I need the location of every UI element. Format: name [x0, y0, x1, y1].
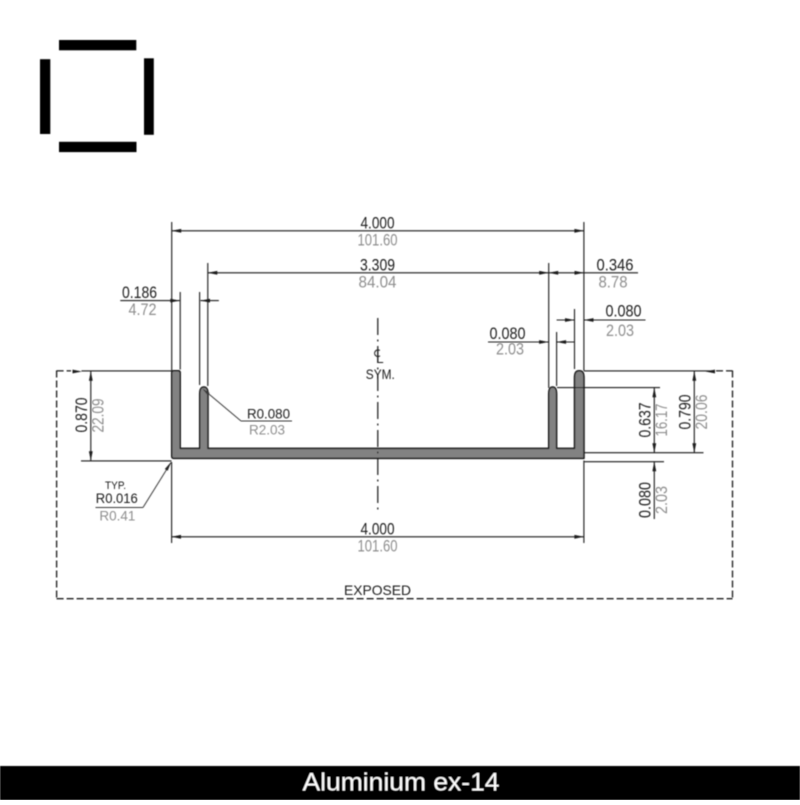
svg-text:4.72: 4.72 [129, 300, 157, 319]
svg-text:16.17: 16.17 [652, 404, 671, 437]
svg-text:R2.03: R2.03 [249, 422, 285, 438]
svg-text:0.790: 0.790 [675, 395, 694, 430]
svg-text:3.309: 3.309 [360, 255, 395, 274]
svg-text:4.000: 4.000 [361, 519, 395, 538]
svg-text:TYP.: TYP. [105, 480, 126, 492]
svg-text:2.03: 2.03 [496, 340, 524, 359]
svg-text:0.186: 0.186 [122, 283, 157, 302]
svg-text:20.06: 20.06 [692, 395, 711, 430]
svg-text:R0.016: R0.016 [96, 490, 138, 506]
svg-text:R0.41: R0.41 [99, 507, 135, 523]
svg-text:101.60: 101.60 [358, 230, 398, 249]
svg-text:2.03: 2.03 [606, 321, 634, 340]
svg-text:22.09: 22.09 [88, 399, 107, 433]
svg-text:0.637: 0.637 [635, 403, 654, 438]
svg-text:EXPOSED: EXPOSED [344, 582, 411, 598]
svg-text:0.870: 0.870 [72, 398, 91, 433]
svg-text:0.080: 0.080 [490, 324, 526, 343]
svg-text:84.04: 84.04 [359, 272, 397, 291]
svg-text:101.60: 101.60 [358, 536, 398, 555]
svg-text:4.000: 4.000 [361, 213, 395, 232]
svg-text:0.080: 0.080 [606, 301, 642, 320]
svg-text:SYM.: SYM. [366, 366, 395, 382]
svg-text:8.78: 8.78 [599, 272, 628, 291]
svg-text:R0.080: R0.080 [247, 406, 290, 422]
svg-text:Aluminium ex-14: Aluminium ex-14 [303, 769, 500, 797]
svg-text:2.03: 2.03 [652, 486, 671, 514]
svg-text:0.080: 0.080 [635, 482, 654, 518]
svg-text:0.346: 0.346 [597, 255, 634, 274]
